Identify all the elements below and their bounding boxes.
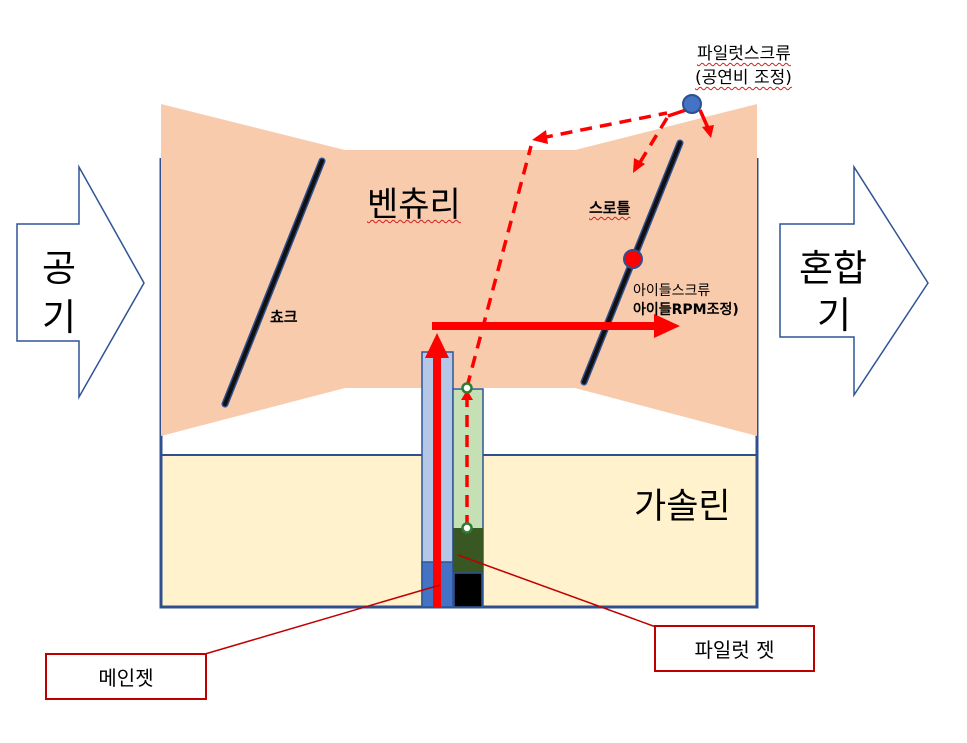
- throttle-label: 스로틀: [589, 199, 631, 217]
- intake-label-2: 기: [42, 296, 77, 339]
- pilot-screw-icon: [682, 94, 702, 114]
- pilot-jet-fuel: [453, 528, 483, 573]
- main-jet-leader: [204, 584, 441, 655]
- idle-screw-label-2: 아이들RPM조정): [633, 302, 739, 318]
- pilot-screw-label-2: (공연비 조정): [695, 68, 792, 88]
- idle-screw-label-1: 아이들스크류: [633, 283, 711, 299]
- pilot-jet-callout: 파일럿 젯: [654, 625, 815, 672]
- venturi-body: [161, 104, 757, 436]
- pilot-screw-tick: [667, 108, 687, 118]
- intake-label-1: 공: [42, 247, 77, 290]
- pilot-screw-flow-head: [702, 125, 714, 138]
- pilot-screw-label-1: 파일럿스크류: [697, 44, 791, 64]
- pilot-flow-up-head: [461, 390, 473, 400]
- venturi-label: 벤츄리: [367, 185, 461, 225]
- choke-label: 쵸크: [270, 308, 298, 326]
- pilot-flow-top: [540, 111, 668, 140]
- pilot-flow-to-venturi: [465, 145, 533, 388]
- pilot-flow-top-head: [532, 130, 548, 144]
- pilot-screw-flow: [698, 109, 710, 129]
- pilot-jet-block: [453, 572, 483, 608]
- outlet-arrow: [779, 164, 929, 398]
- pilot-jet-dot-top: [461, 382, 473, 394]
- choke-plate: [223, 159, 324, 406]
- pilot-jet-leader: [457, 554, 657, 628]
- pilot-jet-dot-bottom: [461, 522, 473, 534]
- pilot-flow-to-throttle-head: [633, 158, 645, 173]
- pilot-jet-label: 파일럿 젯: [694, 638, 775, 662]
- main-air-flow-head: [654, 314, 680, 338]
- gasoline-label: 가솔린: [634, 487, 731, 527]
- outlet-label-2: 기: [817, 294, 852, 337]
- main-jet-flow-up-head: [425, 333, 449, 358]
- intake-arrow: [16, 164, 145, 400]
- outlet-label-1: 혼합: [799, 247, 868, 290]
- main-jet-label: 메인젯: [98, 666, 154, 690]
- pilot-flow-to-throttle: [637, 117, 669, 165]
- idle-screw-icon: [623, 249, 643, 269]
- main-jet-callout: 메인젯: [45, 653, 207, 700]
